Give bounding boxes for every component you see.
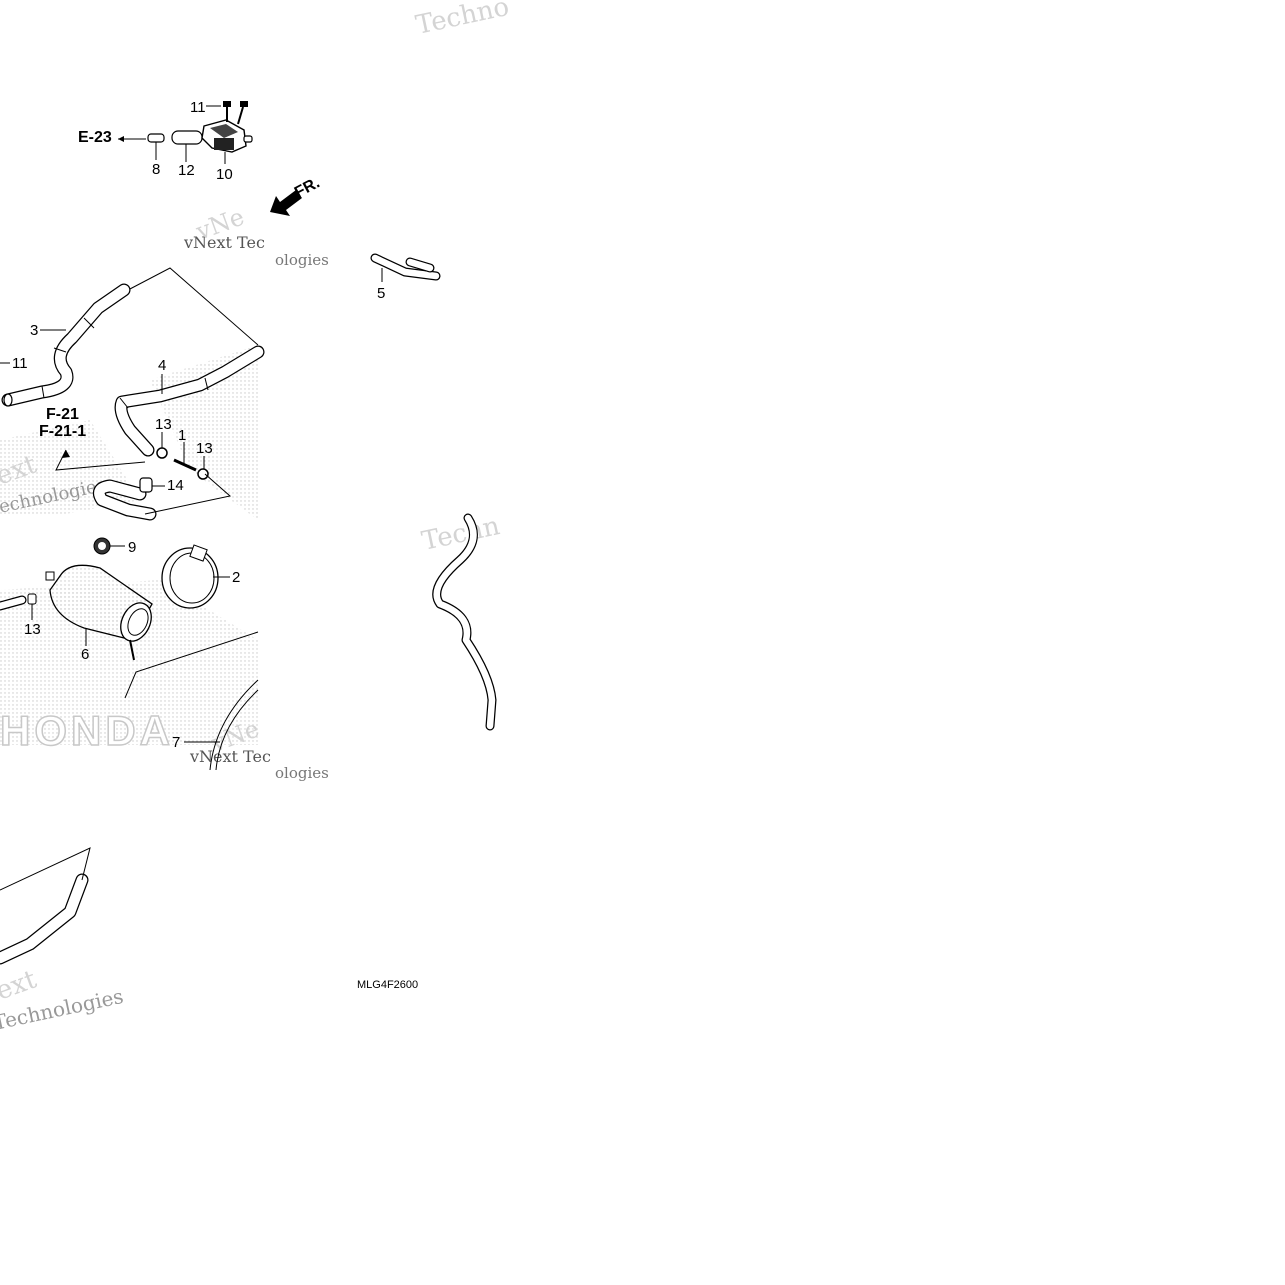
callout-9: 9 [128,539,136,556]
callout-2: 2 [232,569,240,586]
clip-13-a [156,432,168,459]
callout-14: 14 [167,477,184,494]
callout-8: 8 [152,161,160,178]
bolt-1 [173,442,197,472]
callouts: 11 8 12 10 3 11 4 5 13 1 13 14 9 2 13 6 … [0,99,385,751]
callout-1: 1 [178,427,186,444]
callout-3: 3 [30,322,38,339]
watermark-text: ext [0,964,41,1006]
reference-f21-1: F-21-1 [39,423,86,440]
watermark-text: vNext Tec [183,233,265,252]
callout-13: 13 [155,416,172,433]
reference-e23: E-23 [78,129,112,146]
callout-10: 10 [216,166,233,183]
lower-hoses [0,513,497,965]
callout-4: 4 [158,357,166,374]
watermark-text: Techno [413,0,512,41]
watermark-text: Techn [419,511,503,557]
diagram-code: MLG4F2600 [357,979,418,991]
callout-11: 11 [190,99,206,116]
callout-12: 12 [178,162,195,179]
callout-7: 7 [172,734,180,751]
reference-f21: F-21 [46,406,79,423]
reference-labels: E-23 F-21 F-21-1 [39,129,112,440]
watermark-text: ologies [275,251,329,269]
callout-13: 13 [196,440,213,457]
honda-logo-shading: HONDA [0,345,258,755]
callout-11: 11 [12,355,28,372]
hose-group [1,253,441,521]
purge-valve-assembly [118,101,253,164]
watermark-text: vNext Tec [189,747,271,766]
joint-14 [139,477,165,493]
clip-13-b [197,456,209,480]
watermark-text: ologies [275,764,329,782]
canister-group [0,537,259,699]
callout-6: 6 [81,646,89,663]
brand-logo-text: HONDA [0,707,174,754]
front-direction-arrow: FR. [270,174,323,216]
callout-13: 13 [24,621,41,638]
callout-5: 5 [377,285,385,302]
